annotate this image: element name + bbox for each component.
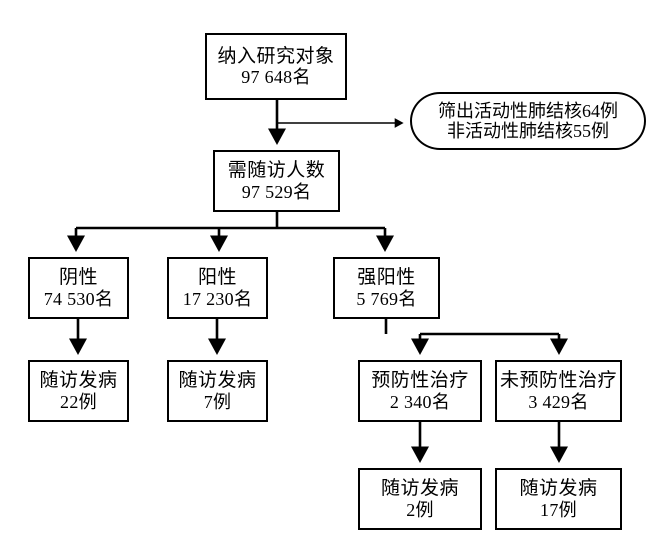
node-no-preventive-treatment: 未预防性治疗 3 429名 (495, 360, 622, 422)
node-no-preventive-incident-cases-line2: 17例 (540, 499, 577, 520)
node-excluded-line1: 筛出活动性肺结核64例 (438, 100, 618, 121)
node-enrolled: 纳入研究对象 97 648名 (205, 33, 347, 100)
node-preventive-incident-cases: 随访发病 2例 (358, 468, 482, 530)
node-negative-incident-cases: 随访发病 22例 (28, 360, 129, 422)
node-strong-positive: 强阳性 5 769名 (333, 257, 440, 319)
node-no-preventive-treatment-line1: 未预防性治疗 (499, 370, 617, 392)
node-negative-incident-cases-line2: 22例 (60, 391, 97, 412)
node-preventive-incident-cases-line1: 随访发病 (380, 478, 459, 500)
node-positive-incident-cases-line1: 随访发病 (178, 370, 257, 392)
node-negative: 阴性 74 530名 (28, 257, 129, 319)
node-followup-line2: 97 529名 (241, 181, 312, 202)
node-preventive-treatment-line1: 预防性治疗 (371, 370, 469, 392)
node-strong-positive-line1: 强阳性 (357, 267, 416, 289)
node-negative-line1: 阴性 (58, 267, 98, 289)
node-negative-incident-cases-line1: 随访发病 (39, 370, 118, 392)
node-positive-line2: 17 230名 (182, 288, 253, 309)
node-no-preventive-incident-cases: 随访发病 17例 (495, 468, 622, 530)
node-enrolled-line1: 纳入研究对象 (217, 45, 335, 67)
node-preventive-treatment: 预防性治疗 2 340名 (358, 360, 482, 422)
node-preventive-incident-cases-line2: 2例 (406, 499, 434, 520)
node-positive-incident-cases: 随访发病 7例 (167, 360, 268, 422)
node-excluded-line2: 非活动性肺结核55例 (447, 121, 609, 141)
node-negative-line2: 74 530名 (43, 288, 114, 309)
node-preventive-treatment-line2: 2 340名 (389, 391, 451, 412)
node-positive-incident-cases-line2: 7例 (203, 391, 232, 412)
node-positive: 阳性 17 230名 (167, 257, 268, 319)
node-followup: 需随访人数 97 529名 (213, 150, 340, 212)
node-strong-positive-line2: 5 769名 (356, 288, 417, 309)
node-no-preventive-incident-cases-line1: 随访发病 (519, 478, 598, 500)
node-excluded: 筛出活动性肺结核64例 非活动性肺结核55例 (410, 92, 646, 150)
node-positive-line1: 阳性 (197, 267, 237, 289)
node-followup-line1: 需随访人数 (227, 160, 326, 182)
node-no-preventive-treatment-line2: 3 429名 (528, 391, 589, 412)
node-enrolled-line2: 97 648名 (241, 67, 311, 88)
